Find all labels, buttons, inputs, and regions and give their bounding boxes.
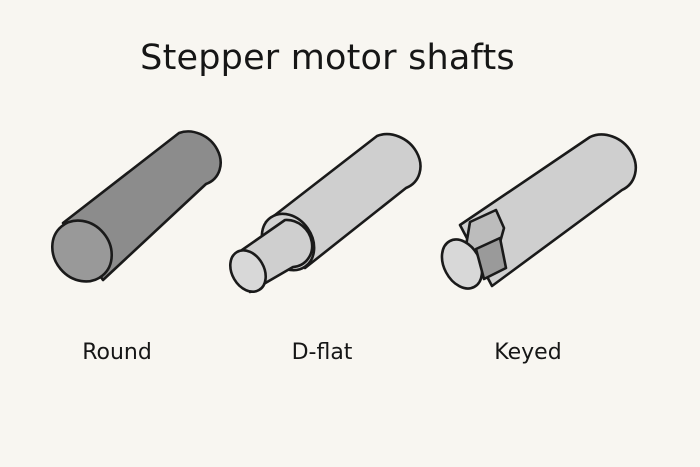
- diagram-title: Stepper motor shafts: [140, 38, 515, 78]
- keyed-shaft-flat-face: [474, 236, 508, 281]
- round-shaft-end-face: [50, 219, 114, 283]
- d-flat-shaft-label: D-flat: [291, 340, 353, 365]
- keyed-shaft-body: [458, 133, 638, 288]
- round-shaft-label: Round: [82, 340, 152, 365]
- round-shaft-icon: [50, 130, 222, 283]
- d-flat-shaft-icon: [229, 132, 422, 294]
- keyed-shaft-label: Keyed: [494, 340, 562, 365]
- d-flat-tip-end: [229, 249, 267, 293]
- keyed-shaft-icon: [440, 133, 638, 290]
